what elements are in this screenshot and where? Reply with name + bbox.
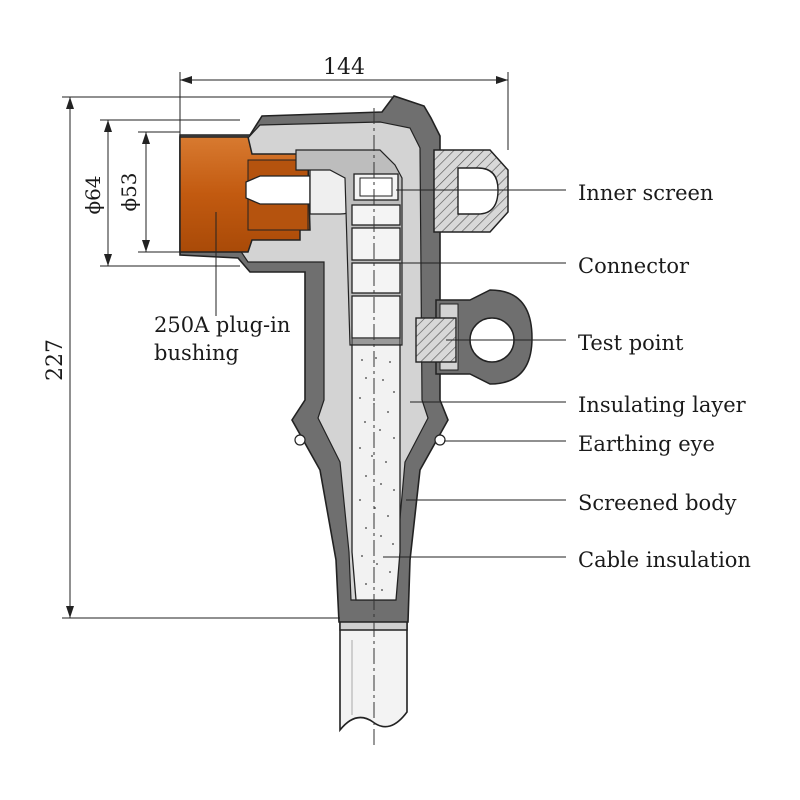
callout-connector: Connector [376,254,690,278]
dimension-dia-outer-text: ϕ64 [81,175,105,214]
connector-shape [351,173,401,346]
callout-insulating-layer: Insulating layer [410,393,747,417]
dimension-width: 144 [179,55,509,150]
top-cap [433,149,509,233]
plug-in-bushing [179,136,311,253]
dimension-dia-inner: ϕ53 [117,131,180,253]
label-insulating-layer: Insulating layer [578,393,747,417]
dimension-height-text: 227 [43,339,68,381]
label-bushing-line2: bushing [154,341,239,365]
callout-cable-insulation: Cable insulation [383,548,751,572]
earthing-eye-left [294,434,306,446]
label-bushing: 250A plug-in bushing [154,212,290,365]
callout-earthing-eye: Earthing eye [444,432,715,456]
dimension-dia-outer: ϕ64 [81,119,240,267]
label-bushing-line1: 250A plug-in [154,313,290,337]
callout-screened-body: Screened body [406,491,737,515]
label-connector: Connector [578,254,690,278]
label-earthing-eye: Earthing eye [578,432,715,456]
dimension-width-text: 144 [323,55,365,80]
label-screened-body: Screened body [578,491,737,515]
label-inner-screen: Inner screen [578,181,713,205]
cable-insulation-shape [351,344,401,601]
callout-test-point: Test point [446,331,684,355]
earthing-eye-right [434,434,446,446]
label-test-point: Test point [578,331,684,355]
dimension-height: 227 [43,96,394,619]
test-point-shape [415,289,533,385]
dimension-dia-inner-text: ϕ53 [117,172,141,211]
label-cable-insulation: Cable insulation [578,548,751,572]
callout-inner-screen: Inner screen [396,181,713,205]
